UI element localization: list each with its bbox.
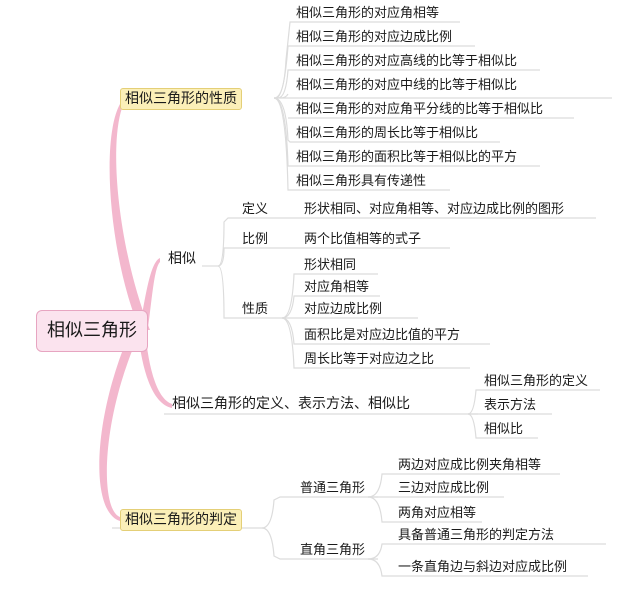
property-item[interactable]: 相似三角形的面积比等于相似比的平方: [296, 150, 518, 165]
ordinary-item[interactable]: 三边对应成比例: [398, 481, 490, 496]
leaf-connectors: [112, 21, 612, 577]
branch-judgement: [99, 332, 140, 521]
similar-definition-text[interactable]: 形状相同、对应角相等、对应边成比例的图形: [304, 202, 565, 217]
branch-judgement-label[interactable]: 相似三角形的判定: [120, 509, 242, 531]
nature-item[interactable]: 周长比等于对应边之比: [304, 352, 435, 367]
judgement-ordinary-label[interactable]: 普通三角形: [300, 481, 366, 496]
branch-properties: [109, 104, 150, 330]
definition-item[interactable]: 相似比: [484, 422, 524, 437]
right-item[interactable]: 一条直角边与斜边对应成比例: [398, 560, 568, 575]
ordinary-item[interactable]: 两角对应相等: [398, 506, 477, 521]
branch-definition-label[interactable]: 相似三角形的定义、表示方法、相似比: [172, 396, 410, 412]
nature-item[interactable]: 对应角相等: [304, 280, 370, 295]
ordinary-item[interactable]: 两边对应成比例夹角相等: [398, 458, 542, 473]
definition-item[interactable]: 表示方法: [484, 398, 537, 413]
nature-item[interactable]: 形状相同: [304, 258, 357, 273]
property-item[interactable]: 相似三角形的对应角平分线的比等于相似比: [296, 102, 544, 117]
similar-definition-label[interactable]: 定义: [242, 202, 269, 217]
branch-properties-label[interactable]: 相似三角形的性质: [120, 88, 242, 110]
judgement-right-label[interactable]: 直角三角形: [300, 543, 366, 558]
property-item[interactable]: 相似三角形的周长比等于相似比: [296, 126, 479, 141]
similar-ratio-label[interactable]: 比例: [242, 232, 269, 247]
definition-item[interactable]: 相似三角形的定义: [484, 374, 589, 389]
branch-similar-label[interactable]: 相似: [168, 251, 196, 267]
property-item[interactable]: 相似三角形的对应中线的比等于相似比: [296, 78, 518, 93]
nature-item[interactable]: 对应边成比例: [304, 302, 383, 317]
root-topic[interactable]: 相似三角形: [36, 310, 148, 352]
property-item[interactable]: 相似三角形的对应角相等: [296, 6, 440, 21]
property-item[interactable]: 相似三角形的对应边成比例: [296, 30, 453, 45]
similar-nature-label[interactable]: 性质: [242, 302, 269, 317]
right-item[interactable]: 具备普通三角形的判定方法: [398, 528, 555, 543]
property-item[interactable]: 相似三角形的对应高线的比等于相似比: [296, 54, 518, 69]
property-item[interactable]: 相似三角形具有传递性: [296, 174, 427, 189]
nature-item[interactable]: 面积比是对应边比值的平方: [304, 328, 461, 343]
similar-ratio-text[interactable]: 两个比值相等的式子: [304, 232, 422, 247]
